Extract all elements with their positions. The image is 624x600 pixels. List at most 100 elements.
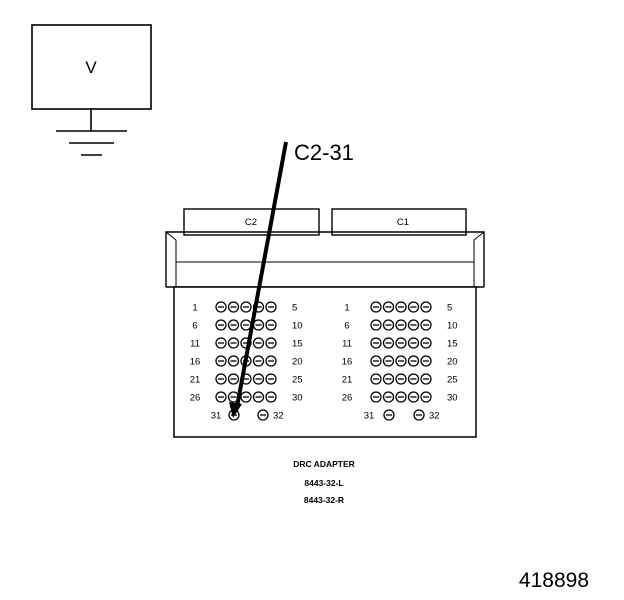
pin-number-label: 15 <box>447 339 458 350</box>
pin-socket-c2 <box>240 391 252 403</box>
pin-socket-c1 <box>420 373 432 385</box>
pin-number-label: 31 <box>211 411 222 422</box>
pin-socket-c1 <box>395 319 407 331</box>
pin-socket-c2 <box>252 337 265 349</box>
pin-socket-c1 <box>382 319 395 331</box>
pin-number-label: 5 <box>447 303 452 314</box>
pin-socket-c1 <box>382 391 395 403</box>
pin-socket-c1 <box>370 355 382 367</box>
pin-socket-c1 <box>395 373 407 385</box>
pin-number-label: 30 <box>447 393 458 404</box>
pin-socket-c1-bottom <box>383 409 395 421</box>
pin-number-label: 20 <box>447 357 458 368</box>
pin-socket-c1 <box>370 391 382 403</box>
pin-socket-c1 <box>370 337 382 349</box>
pin-socket-c2 <box>215 319 227 331</box>
pin-socket-c1 <box>382 301 395 313</box>
pin-number-label: 1 <box>192 303 197 314</box>
pin-socket-c1 <box>370 319 382 331</box>
pin-socket-c1 <box>370 301 382 313</box>
pin-socket-c2-bottom <box>257 409 269 421</box>
pin-number-label: 20 <box>292 357 303 368</box>
adapter-top-frame <box>165 231 485 287</box>
pin-socket-c1 <box>395 355 407 367</box>
pin-socket-c2 <box>227 355 240 367</box>
pin-number-label: 15 <box>292 339 303 350</box>
pin-socket-c2 <box>265 319 277 331</box>
pin-number-label: 10 <box>447 321 458 332</box>
pin-number-label: 21 <box>190 375 201 386</box>
pin-socket-c2 <box>265 337 277 349</box>
pin-socket-c1 <box>382 373 395 385</box>
pin-socket-c1 <box>420 355 432 367</box>
ground-icon <box>56 109 127 156</box>
connector-tab-c1 <box>331 208 467 236</box>
pin-number-label: 11 <box>342 339 352 350</box>
pin-number-label: 32 <box>273 411 284 422</box>
connector-tab-c2 <box>183 208 320 236</box>
pin-number-label: 11 <box>190 339 200 350</box>
pin-socket-c1-bottom <box>413 409 425 421</box>
pin-number-label: 16 <box>190 357 201 368</box>
pin-number-label: 21 <box>342 375 353 386</box>
pin-socket-c1 <box>382 337 395 349</box>
pin-socket-c2 <box>252 373 265 385</box>
pin-socket-c2 <box>265 301 277 313</box>
pin-socket-c1 <box>395 337 407 349</box>
pin-socket-c2 <box>252 355 265 367</box>
pin-socket-c2 <box>252 319 265 331</box>
pin-socket-c2 <box>227 319 240 331</box>
figure-number: 418898 <box>519 569 589 592</box>
connector-tab-c1-label: C1 <box>397 217 409 228</box>
adapter-caption-part-right: 8443-32-R <box>304 495 344 505</box>
pin-socket-c2 <box>265 355 277 367</box>
arrow-head <box>229 402 242 418</box>
pin-socket-c1 <box>395 301 407 313</box>
pin-socket-c2 <box>227 337 240 349</box>
pin-number-label: 16 <box>342 357 353 368</box>
pin-number-label: 6 <box>344 321 349 332</box>
pin-number-label: 26 <box>190 393 201 404</box>
pin-socket-c1 <box>407 337 420 349</box>
pin-socket-c2 <box>265 373 277 385</box>
pin-number-label: 25 <box>292 375 303 386</box>
pin-socket-c2 <box>227 373 240 385</box>
pin-socket-c2 <box>215 355 227 367</box>
pin-number-label: 25 <box>447 375 458 386</box>
pin-socket-c2 <box>227 301 240 313</box>
voltmeter: V <box>31 24 152 156</box>
pin-socket-c1 <box>420 301 432 313</box>
pin-number-label: 26 <box>342 393 353 404</box>
pin-socket-c2 <box>215 391 227 403</box>
pin-socket-c1 <box>407 355 420 367</box>
pin-socket-c1 <box>407 391 420 403</box>
voltmeter-box <box>31 24 152 110</box>
pin-socket-c1 <box>407 301 420 313</box>
pin-socket-c1 <box>395 391 407 403</box>
pin-number-label: 31 <box>364 411 375 422</box>
callout-label: C2-31 <box>294 140 354 165</box>
pin-socket-c1 <box>407 319 420 331</box>
probe-arrow <box>229 141 288 418</box>
pin-socket-c2 <box>240 301 252 313</box>
voltmeter-label: V <box>85 58 97 77</box>
adapter-caption-part-left: 8443-32-L <box>304 478 343 488</box>
pin-socket-c2 <box>265 391 277 403</box>
pin-socket-c1 <box>382 355 395 367</box>
pin-socket-c2 <box>215 301 227 313</box>
pin-number-label: 1 <box>344 303 349 314</box>
pin-socket-c1 <box>420 337 432 349</box>
pin-socket-c1 <box>420 319 432 331</box>
pin-number-label: 10 <box>292 321 303 332</box>
pin-number-label: 30 <box>292 393 303 404</box>
adapter-caption-title: DRC ADAPTER <box>293 459 355 469</box>
pin-socket-c2 <box>215 373 227 385</box>
pin-number-label: 32 <box>429 411 440 422</box>
pin-socket-c1 <box>420 391 432 403</box>
pin-socket-c1 <box>370 373 382 385</box>
pin-socket-c2 <box>215 337 227 349</box>
connector-tab-c2-label: C2 <box>245 217 257 228</box>
